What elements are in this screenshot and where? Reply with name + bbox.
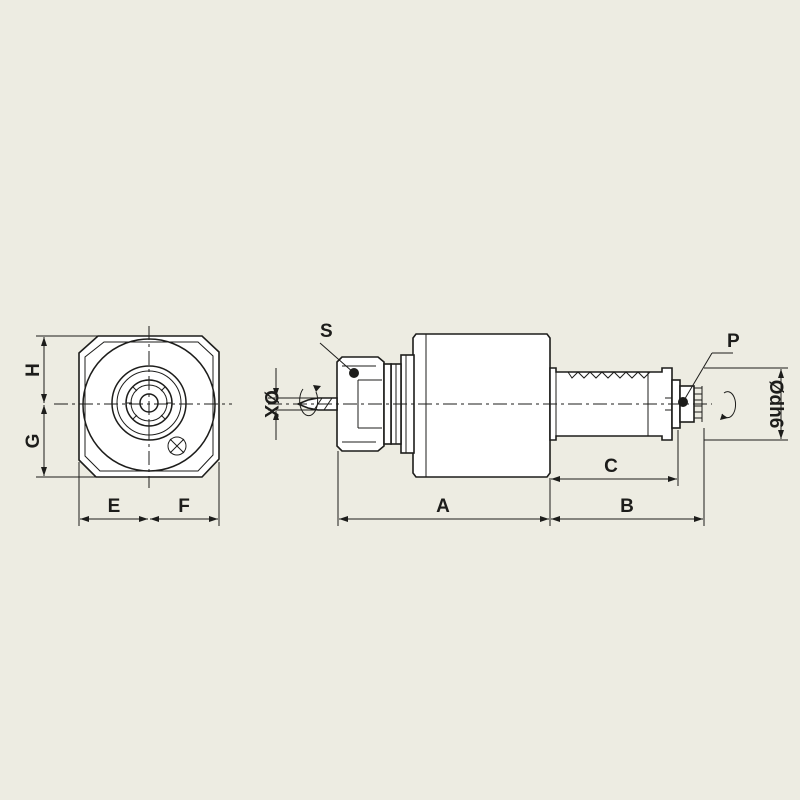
drill-bit-icon	[295, 385, 338, 417]
label-x: ØX	[260, 390, 281, 418]
side-view: ØX S P Ødh6 A B C	[260, 321, 788, 526]
label-d: Ødh6	[765, 380, 786, 429]
coolant-port-symbol	[167, 436, 187, 456]
label-a: A	[436, 496, 450, 517]
label-g: G	[23, 434, 44, 449]
label-f: F	[178, 496, 190, 517]
label-p: P	[727, 331, 740, 352]
label-e: E	[108, 496, 121, 517]
rotation-arrow-icon	[720, 391, 737, 420]
p-leader-line-2	[682, 352, 713, 403]
s-leader-line	[319, 342, 355, 374]
label-s: S	[320, 321, 333, 342]
label-b: B	[620, 496, 634, 517]
shank-thread	[567, 371, 651, 379]
label-h: H	[23, 363, 44, 377]
front-view: H G E F	[23, 326, 232, 526]
label-c: C	[604, 456, 618, 477]
housing-body	[412, 333, 551, 478]
